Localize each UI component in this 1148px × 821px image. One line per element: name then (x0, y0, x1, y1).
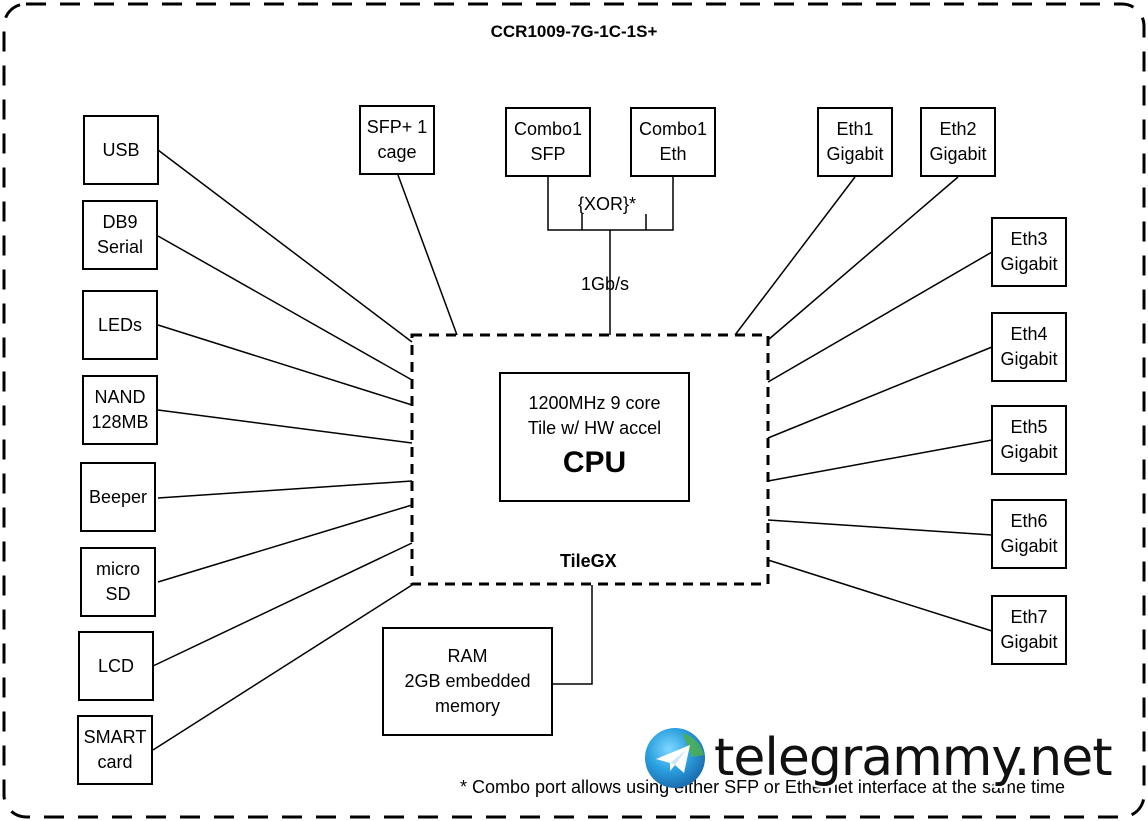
connection-lines (152, 149, 993, 751)
line-db9 (157, 235, 413, 381)
port-db9-serial: DB9 Serial (82, 200, 158, 270)
line-smart (152, 584, 413, 751)
line-eth4 (767, 346, 993, 439)
port-eth2: Eth2 Gigabit (920, 107, 996, 177)
port-sfp-plus-cage: SFP+ 1 cage (359, 105, 435, 175)
port-beeper: Beeper (80, 462, 156, 532)
device-title: CCR1009-7G-1C-1S+ (490, 22, 658, 41)
port-combo1-eth: Combo1 Eth (630, 107, 716, 177)
combo-speed-label: 1Gb/s (581, 274, 630, 294)
port-eth7: Eth7 Gigabit (991, 595, 1067, 665)
line-eth3 (767, 251, 993, 383)
line-eth5 (767, 439, 993, 482)
port-lcd: LCD (78, 631, 154, 701)
port-combo1-sfp: Combo1 SFP (505, 107, 591, 177)
port-nand: NAND 128MB (82, 375, 158, 445)
port-smart-card: SMART card (77, 715, 153, 785)
xor-label: {XOR}* (578, 194, 637, 214)
line-nand (157, 409, 413, 444)
telegram-logo-icon (645, 728, 705, 788)
line-usb (157, 149, 413, 343)
watermark: telegrammy.net (642, 725, 1113, 791)
line-eth7 (767, 559, 993, 632)
line-eth6 (767, 519, 993, 536)
port-leds: LEDs (82, 290, 158, 360)
line-microsd (157, 504, 413, 583)
tilegx-label: TileGX (560, 551, 617, 571)
cpu-label: CPU (562, 446, 627, 479)
line-leds (157, 324, 413, 406)
line-beeper (157, 480, 413, 499)
port-eth3: Eth3 Gigabit (991, 217, 1067, 287)
tilegx-box (410, 333, 770, 586)
line-eth2 (767, 176, 959, 341)
port-eth5: Eth5 Gigabit (991, 405, 1067, 475)
cpu-description: 1200MHz 9 core Tile w/ HW accel (527, 393, 662, 438)
port-eth6: Eth6 Gigabit (991, 499, 1067, 569)
watermark-text: telegrammy.net (714, 728, 1113, 788)
port-eth1: Eth1 Gigabit (817, 107, 893, 177)
footnote: * Combo port allows using either SFP or … (460, 777, 1065, 797)
port-micro-sd: micro SD (80, 547, 156, 617)
cpu-box: 1200MHz 9 core Tile w/ HW accel CPU (499, 372, 690, 502)
port-eth4: Eth4 Gigabit (991, 312, 1067, 382)
line-sfpplus (397, 174, 458, 336)
ram-box: RAM 2GB embedded memory (382, 627, 553, 736)
port-usb: USB (83, 115, 159, 185)
line-eth1 (734, 176, 856, 336)
line-lcd (152, 542, 413, 667)
line-ram (552, 585, 593, 685)
